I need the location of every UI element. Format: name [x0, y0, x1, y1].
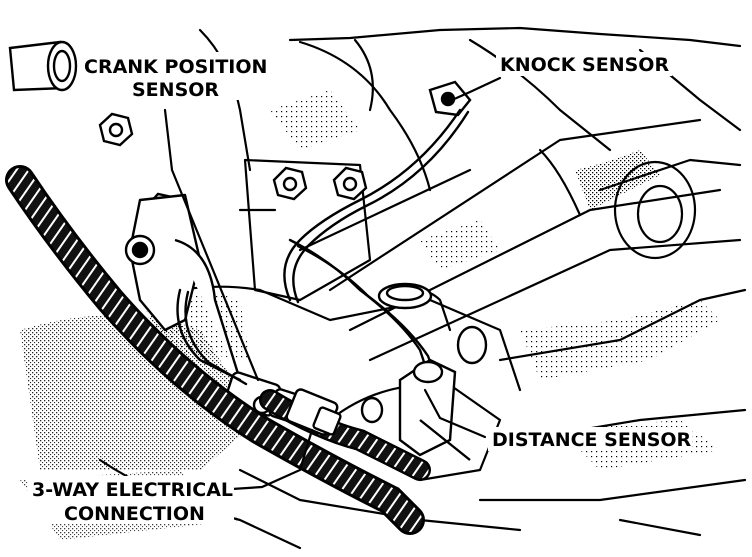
distance-sensor-body — [398, 358, 471, 461]
label-distance-sensor: DISTANCE SENSOR — [492, 429, 692, 451]
leader-three-way-connection — [230, 428, 314, 491]
label-crank-line2: SENSOR — [132, 79, 219, 101]
callout-labels: CRANK POSITION SENSOR KNOCK SENSOR DISTA… — [28, 52, 692, 525]
bolt-head-bracket-right — [332, 166, 368, 201]
bolt-head-upper-left — [98, 112, 134, 147]
bolt-head-lower — [360, 396, 384, 424]
label-crank-line1: CRANK POSITION — [84, 56, 267, 78]
leader-knock-sensor — [450, 76, 502, 102]
leader-lines — [163, 76, 502, 491]
leader-crank-sensor — [163, 108, 260, 382]
pipe-fitting — [8, 40, 78, 92]
bolt-head-distance-sensor — [377, 282, 433, 310]
three-way-connector — [285, 388, 342, 436]
label-connection-line2: CONNECTION — [64, 503, 205, 525]
leader-distance-sensor — [423, 388, 487, 439]
bolt-head-bracket-left — [272, 166, 308, 201]
knock-sensor-body — [428, 80, 472, 117]
crank-sensor-bracket — [124, 193, 242, 381]
bolt-head-shaft-end — [456, 325, 488, 365]
label-knock-sensor: KNOCK SENSOR — [500, 54, 669, 76]
label-connection-line1: 3-WAY ELECTRICAL — [32, 479, 233, 501]
sensor-wires — [176, 108, 470, 386]
